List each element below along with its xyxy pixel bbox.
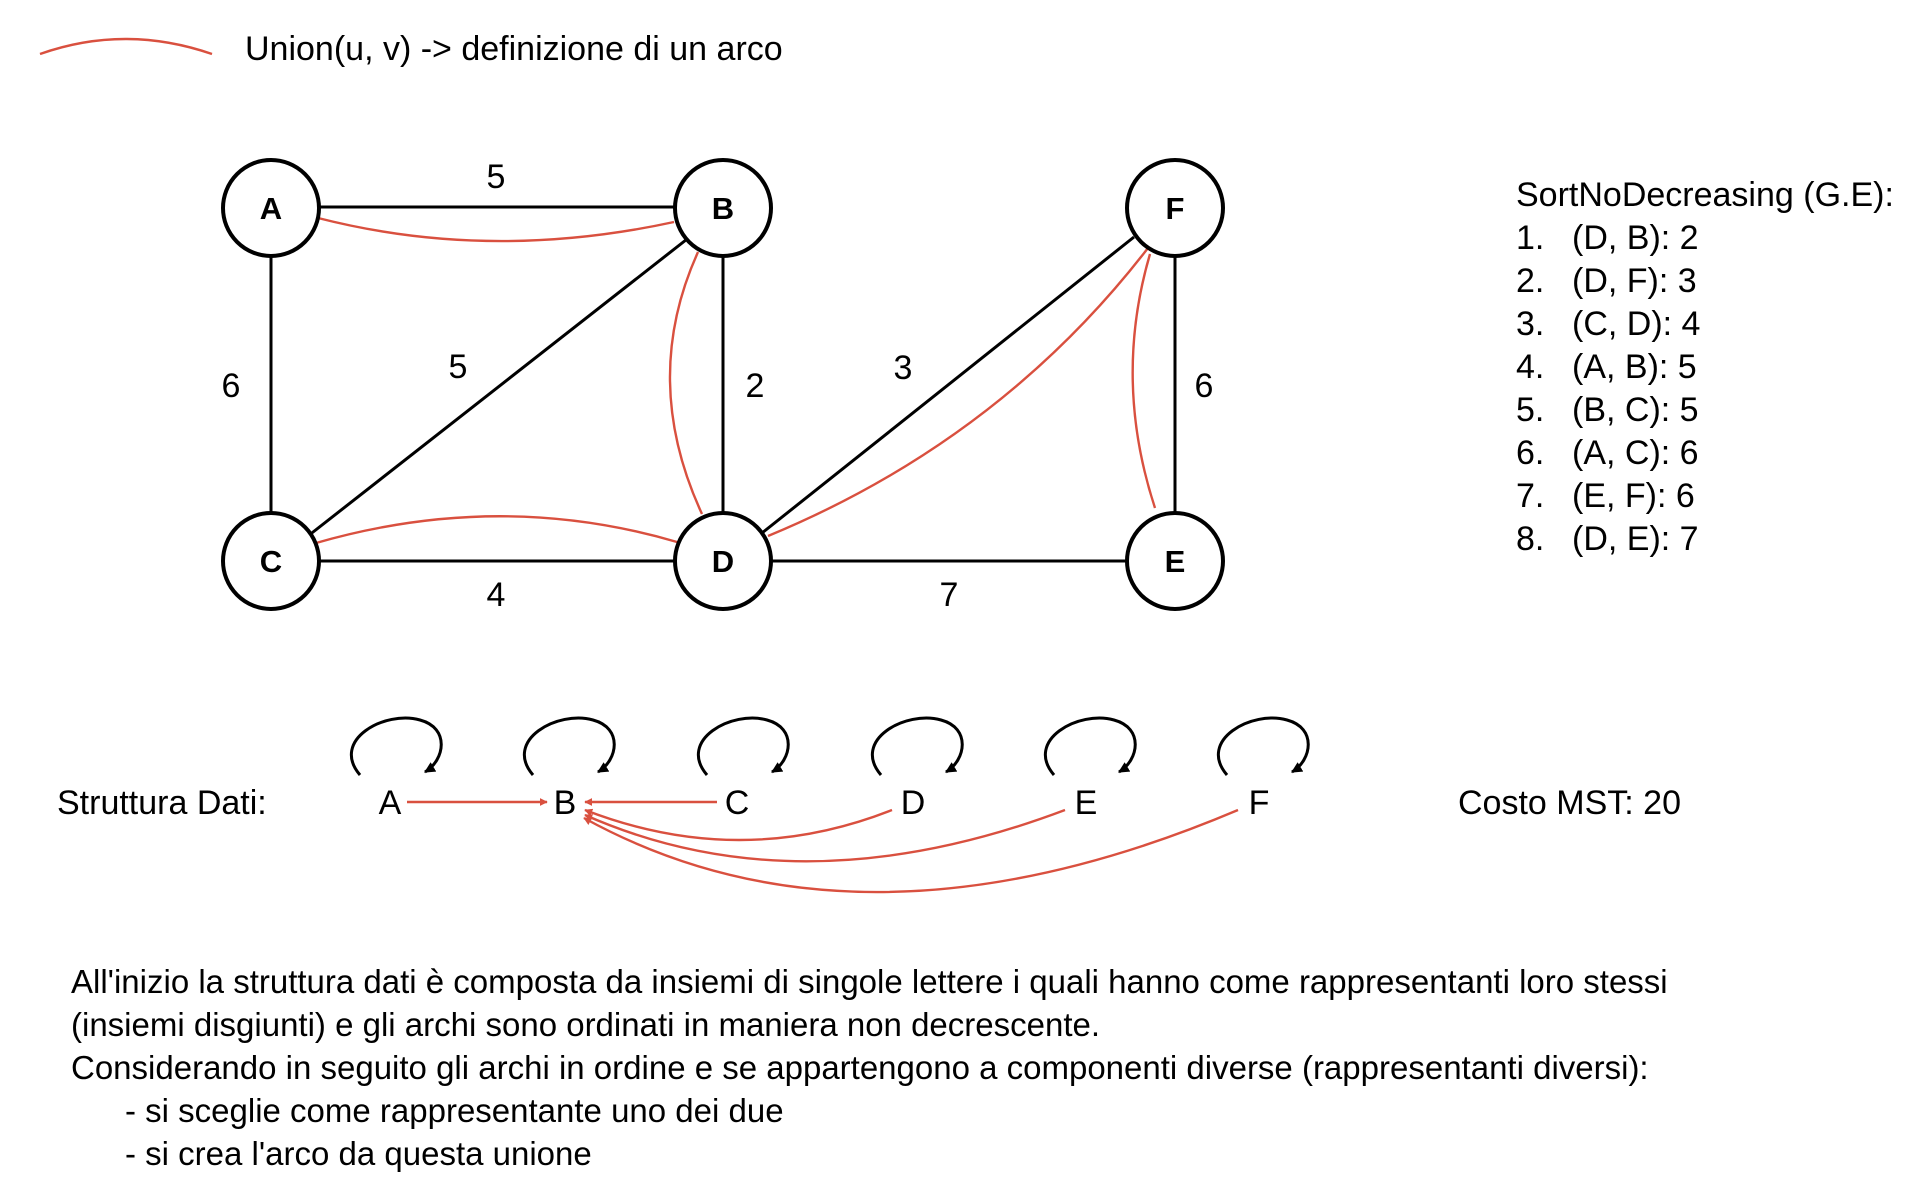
structure-element-e: E	[1075, 784, 1098, 822]
node-c: C	[221, 511, 321, 611]
sorted-edge-text: (D, B): 2	[1572, 219, 1699, 257]
description: All'inizio la struttura dati è composta …	[71, 960, 1871, 1175]
node-b: B	[673, 158, 773, 258]
weight-a-b: 5	[487, 158, 506, 196]
sorted-edge-item-6: 6. (A, C): 6	[1516, 434, 1699, 472]
link-e-to-b	[584, 808, 1066, 863]
node-d: D	[673, 511, 773, 611]
node-a: A	[221, 158, 321, 258]
weight-a-c: 6	[222, 367, 241, 405]
union-edges	[315, 216, 1157, 545]
node-a-label: A	[260, 191, 282, 226]
legend: Union(u, v) -> definizione di un arco	[39, 30, 783, 68]
structure-element-d: D	[901, 784, 926, 822]
description-line-1: All'inizio la struttura dati è composta …	[71, 963, 1668, 1000]
node-d-label: D	[712, 544, 734, 579]
description-line-3: Considerando in seguito gli archi in ord…	[71, 1049, 1649, 1086]
structure-element-c: C	[725, 784, 750, 822]
sorted-edge-num: 2.	[1516, 262, 1544, 300]
structure-element-b: B	[554, 784, 577, 822]
self-loop-c-icon	[697, 716, 790, 776]
sorted-edge-text: (B, C): 5	[1572, 391, 1699, 429]
node-f: F	[1125, 158, 1225, 258]
sorted-edge-num: 6.	[1516, 434, 1544, 472]
structure-element-a: A	[379, 784, 402, 822]
self-loop-d-icon	[871, 716, 964, 776]
structure-links	[407, 798, 1239, 894]
self-loop-a-icon	[350, 716, 443, 776]
structure-element-f: F	[1249, 784, 1270, 822]
sorted-edge-num: 1.	[1516, 219, 1544, 257]
sorted-edge-text: (D, E): 7	[1572, 520, 1699, 558]
graph-edges	[269, 205, 1177, 563]
sorted-edge-text: (A, B): 5	[1572, 348, 1697, 386]
sorted-edges-title: SortNoDecreasing (G.E):	[1516, 176, 1894, 214]
self-loop-e-icon	[1044, 716, 1137, 776]
structure-label: Struttura Dati:	[57, 784, 267, 822]
weight-f-e: 6	[1195, 367, 1214, 405]
union-edge-d-f	[767, 247, 1149, 538]
sorted-edge-item-1: 1. (D, B): 2	[1516, 219, 1699, 257]
sorted-edge-num: 3.	[1516, 305, 1544, 343]
link-f-to-b	[583, 808, 1239, 894]
self-loop-b-icon	[523, 716, 616, 776]
sorted-edge-item-3: 3. (C, D): 4	[1516, 305, 1700, 343]
description-line-2: (insiemi disgiunti) e gli archi sono ord…	[71, 1006, 1101, 1043]
description-bullet-2: - si crea l'arco da questa unione	[125, 1135, 592, 1172]
sorted-edge-num: 4.	[1516, 348, 1544, 386]
mst-cost: Costo MST: 20	[1458, 784, 1681, 822]
description-bullet-1: - si sceglie come rappresentante uno dei…	[125, 1092, 784, 1129]
sorted-edge-num: 7.	[1516, 477, 1544, 515]
weight-c-d: 4	[487, 576, 506, 614]
data-structure: Struttura Dati: A B C D E F Costo MST: 2…	[57, 716, 1681, 894]
node-e: E	[1125, 511, 1225, 611]
union-edge-c-d	[315, 515, 678, 545]
weight-d-e: 7	[940, 576, 959, 614]
node-f-label: F	[1166, 191, 1185, 226]
weight-b-d: 2	[746, 367, 765, 405]
sorted-edge-num: 8.	[1516, 520, 1544, 558]
sorted-edge-text: (C, D): 4	[1572, 305, 1700, 343]
union-edge-a-b	[317, 216, 675, 243]
sorted-edge-item-8: 8. (D, E): 7	[1516, 520, 1699, 558]
union-edge-b-d	[668, 251, 704, 515]
sorted-edge-text: (D, F): 3	[1572, 262, 1697, 300]
sorted-edge-item-5: 5. (B, C): 5	[1516, 391, 1699, 429]
sorted-edges-list: SortNoDecreasing (G.E): 1. (D, B): 2 2. …	[1516, 176, 1894, 558]
self-loops	[350, 716, 1310, 776]
link-d-to-b	[584, 808, 893, 842]
sorted-edge-num: 5.	[1516, 391, 1544, 429]
legend-label: Union(u, v) -> definizione di un arco	[245, 30, 783, 68]
graph-nodes: A B C D E F	[221, 158, 1225, 611]
sorted-edge-item-2: 2. (D, F): 3	[1516, 262, 1697, 300]
sorted-edge-text: (E, F): 6	[1572, 477, 1695, 515]
edge-weights: 5 6 5 2 4 3 6 7	[222, 158, 1214, 614]
node-c-label: C	[260, 544, 282, 579]
weight-b-c: 5	[449, 348, 468, 386]
sorted-edge-text: (A, C): 6	[1572, 434, 1699, 472]
sorted-edge-item-4: 4. (A, B): 5	[1516, 348, 1697, 386]
edge-b-c	[307, 234, 692, 538]
self-loop-f-icon	[1217, 716, 1310, 776]
weight-d-f: 3	[894, 349, 913, 387]
node-b-label: B	[712, 191, 734, 226]
union-edge-f-e	[1131, 253, 1157, 509]
legend-union-line	[39, 37, 213, 56]
edge-d-f	[761, 235, 1135, 535]
sorted-edge-item-7: 7. (E, F): 6	[1516, 477, 1695, 515]
node-e-label: E	[1165, 544, 1186, 579]
